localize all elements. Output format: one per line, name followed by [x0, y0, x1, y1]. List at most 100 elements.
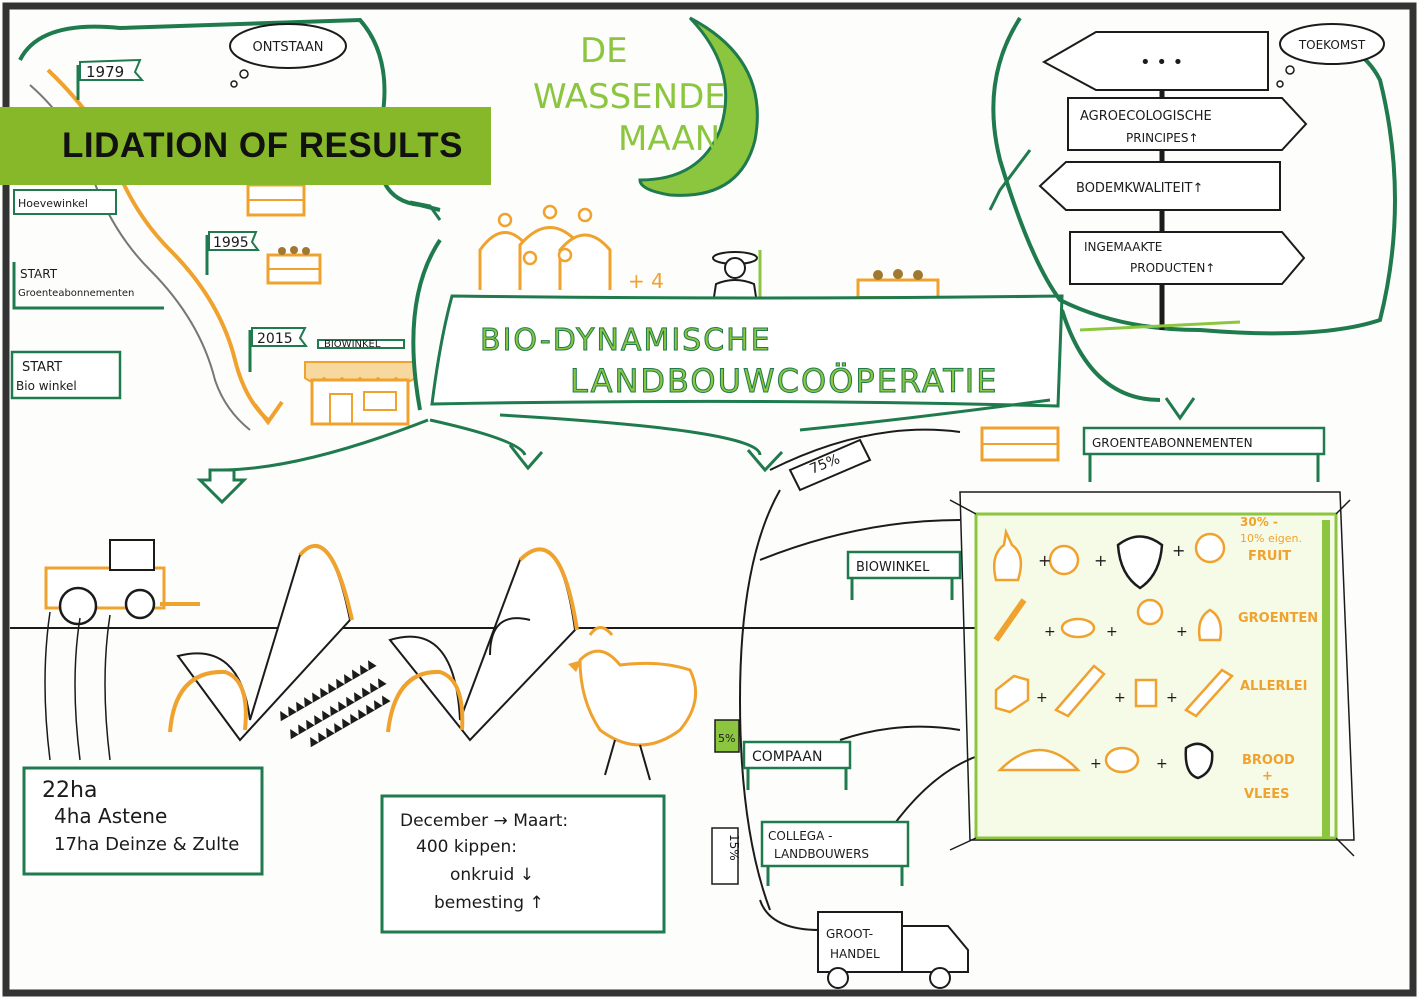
- logo: DE WASSENDE MAAN: [533, 16, 759, 197]
- channel-line: [759, 519, 961, 561]
- bread-row: + +: [996, 742, 1214, 780]
- pct5-tag: 5%: [714, 719, 740, 753]
- fruit-row: + + +: [993, 527, 1226, 590]
- cheese-icon: [994, 674, 1030, 714]
- start-biowinkel-label: START Bio winkel: [10, 350, 122, 400]
- channel-line: [759, 899, 821, 931]
- tractor-icon: [44, 539, 200, 761]
- crate-icon: [980, 426, 1060, 462]
- broccoli-icon: [1136, 598, 1164, 626]
- distribution-trunk: [738, 489, 781, 911]
- svg-text:+: +: [1106, 624, 1118, 640]
- timeline-arrow: [253, 400, 284, 426]
- svg-text:WASSENDE: WASSENDE: [533, 77, 726, 117]
- svg-text:+: +: [1156, 756, 1168, 772]
- svg-text:Hoevewinkel: Hoevewinkel: [18, 197, 88, 210]
- signpost-ingemaakte: INGEMAAKTE PRODUCTEN↑: [1069, 231, 1306, 285]
- svg-text:22ha: 22ha: [42, 778, 97, 803]
- svg-text:400 kippen:: 400 kippen:: [416, 837, 517, 857]
- svg-text:AGROECOLOGISCHE: AGROECOLOGISCHE: [1080, 109, 1212, 124]
- svg-text:VLEES: VLEES: [1244, 787, 1289, 802]
- svg-text:December → Maart:: December → Maart:: [400, 811, 568, 831]
- cooperative-banner: BIO-DYNAMISCHE LANDBOUWCOÖPERATIE: [430, 294, 1064, 408]
- flag-1995: 1995: [205, 231, 260, 275]
- pct15-tag: 15%: [711, 827, 741, 885]
- bread-icon: [996, 748, 1081, 772]
- hay-tunnel-icon: [168, 543, 354, 742]
- section-title-banner: LIDATION OF RESULTS: [0, 107, 491, 185]
- svg-text:1995: 1995: [213, 235, 249, 251]
- signpost-bodemkwaliteit: BODEMKWALITEIT↑: [1038, 161, 1281, 211]
- svg-text:PRODUCTEN↑: PRODUCTEN↑: [1130, 261, 1215, 275]
- svg-text:2015: 2015: [257, 331, 293, 347]
- history-region-border: [18, 17, 441, 212]
- svg-text:onkruid ↓: onkruid ↓: [450, 865, 534, 885]
- center-region-border: [1060, 309, 1161, 402]
- svg-text:+: +: [1262, 769, 1273, 784]
- svg-text:DE: DE: [580, 31, 628, 71]
- hoevewinkel-label: Hoevewinkel: [13, 189, 117, 215]
- truck-icon: GROOT- HANDEL: [817, 911, 969, 989]
- grass: [1079, 320, 1241, 332]
- channel-line: [769, 428, 961, 471]
- meat-icon: [1184, 742, 1214, 780]
- fennel-icon: [1197, 608, 1223, 642]
- signpost-dots: • • •: [1041, 31, 1269, 91]
- allerlei-row: + + +: [994, 664, 1234, 718]
- chickens-box: December → Maart: 400 kippen: onkruid ↓ …: [380, 794, 666, 934]
- svg-text:BODEMKWALITEIT↑: BODEMKWALITEIT↑: [1076, 181, 1203, 196]
- svg-text:BIOWINKEL: BIOWINKEL: [324, 339, 381, 350]
- groenten-label: GROENTEN: [1238, 611, 1318, 626]
- brood-vlees-label: BROOD + VLEES: [1242, 753, 1295, 802]
- future-region-border: [991, 16, 1397, 336]
- center-region-border: [411, 238, 442, 411]
- land-box: 22ha 4ha Astene 17ha Deinze & Zulte: [22, 766, 264, 876]
- svg-text:30% -: 30% -: [1240, 515, 1278, 529]
- svg-text:BIOWINKEL: BIOWINKEL: [856, 560, 930, 575]
- people-group-icon: [478, 204, 612, 290]
- svg-text:5%: 5%: [718, 732, 735, 745]
- arrow-to-center: [409, 200, 442, 221]
- flag-1979: 1979: [76, 58, 145, 100]
- jar-icon: [1134, 678, 1158, 708]
- svg-text:START: START: [22, 360, 62, 375]
- shop-icon: BIOWINKEL: [304, 339, 416, 426]
- svg-text:+: +: [1114, 690, 1126, 706]
- crate-icon: [246, 183, 306, 217]
- svg-text:FRUIT: FRUIT: [1248, 549, 1291, 564]
- svg-text:1979: 1979: [86, 63, 124, 81]
- toekomst-bubble: TOEKOMST: [1276, 23, 1385, 88]
- apple-icon: [1048, 544, 1080, 576]
- curve-arrow: [489, 617, 531, 656]
- svg-text:+: +: [1038, 551, 1051, 570]
- groenteabonnementen-sign: GROENTEABONNEMENTEN: [1082, 426, 1326, 482]
- start-groenteabonnementen-label: START Groenteabonnementen: [12, 262, 164, 310]
- pct75-tag: 75%: [788, 438, 872, 492]
- svg-text:Groenteabonnementen: Groenteabonnementen: [18, 288, 134, 299]
- ontstaan-label: ONTSTAAN: [253, 40, 324, 55]
- crescent-moon-icon: [638, 16, 759, 197]
- crate-icon: [266, 246, 322, 285]
- svg-text:START: START: [20, 267, 58, 281]
- bar-icon: [1184, 668, 1234, 718]
- svg-text:MAAN: MAAN: [618, 119, 720, 159]
- svg-text:INGEMAAKTE: INGEMAAKTE: [1084, 240, 1162, 254]
- potato-icon: [1060, 617, 1096, 639]
- svg-text:HANDEL: HANDEL: [830, 947, 880, 961]
- down-arrows: [196, 397, 1196, 505]
- svg-text:+: +: [1044, 624, 1056, 640]
- pear-icon: [993, 527, 1023, 582]
- bread-roll-icon: [1104, 746, 1140, 774]
- svg-text:10% eigen.: 10% eigen.: [1240, 532, 1302, 545]
- channel-line: [839, 725, 961, 741]
- svg-text:Bio winkel: Bio winkel: [16, 379, 77, 393]
- arrow-to-center: [988, 149, 1032, 211]
- svg-text:4ha Astene: 4ha Astene: [54, 804, 167, 828]
- apple-icon: [1194, 532, 1226, 564]
- svg-text:+: +: [1090, 756, 1102, 772]
- strawberry-icon: [1116, 535, 1164, 590]
- hay-tunnel-icon: [386, 547, 579, 742]
- svg-text:BIO-DYNAMISCHE: BIO-DYNAMISCHE: [480, 323, 772, 358]
- ontstaan-bubble: ONTSTAAN: [229, 23, 347, 88]
